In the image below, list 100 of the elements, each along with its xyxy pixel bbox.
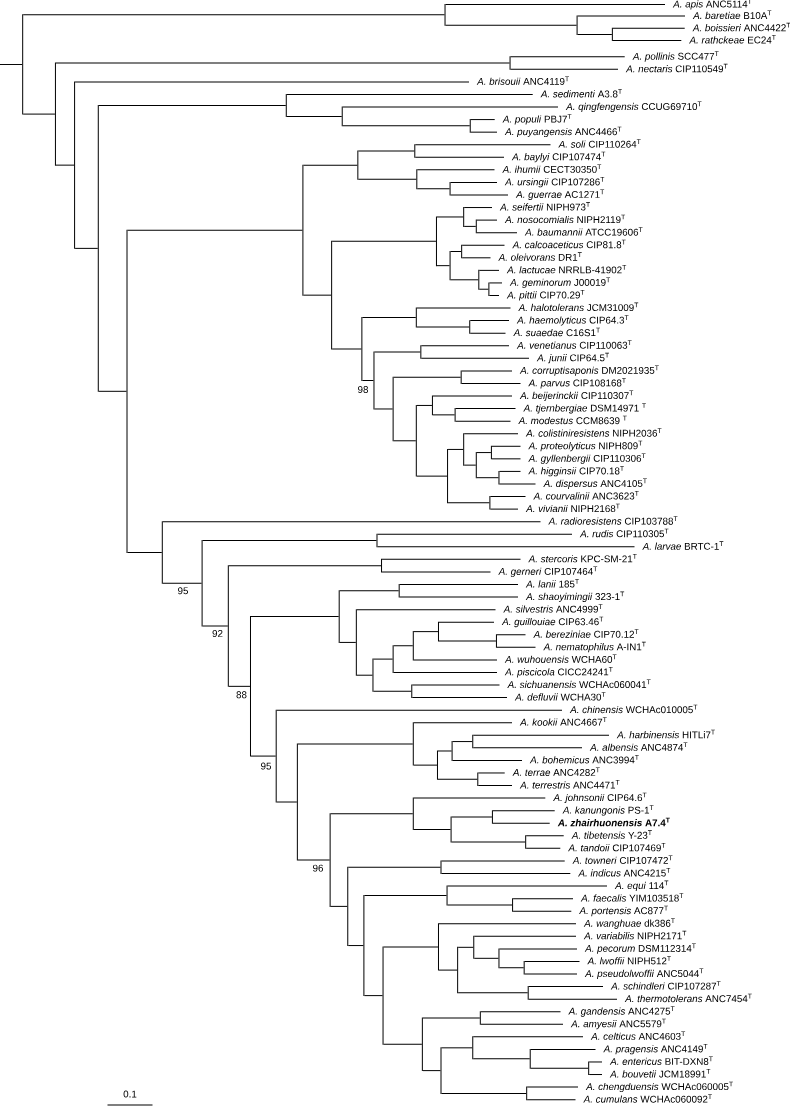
species-label: A. cumulans WCHAc060092$^{T}$: [583, 1094, 712, 1103]
tree-branch: [441, 1092, 527, 1094]
species-label: A. celticus ANC4603$^{T}$: [590, 1031, 686, 1040]
tree-branch: [452, 759, 523, 761]
species-label: A. sedimenti A3.8$^{T}$: [540, 89, 622, 98]
bootstrap-value: 96: [313, 864, 323, 872]
tree-branch: [331, 348, 362, 350]
tree-branch: [451, 841, 526, 843]
species-label: A. variabilis NIPH2171$^{T}$: [583, 930, 687, 940]
tree-branch: [55, 164, 75, 166]
tree-branch: [416, 326, 470, 328]
tree-branch: [98, 104, 287, 106]
tree-branch: [55, 62, 511, 64]
tree-branch: [250, 616, 340, 618]
species-label: A. venetianus CIP110063$^{T}$: [516, 340, 632, 349]
tree-branch: [383, 1043, 423, 1045]
tree-branch: [447, 502, 490, 504]
tree-branch: [463, 464, 477, 466]
species-label: A. soli CIP110264$^{T}$: [558, 139, 641, 148]
tree-branch: [450, 279, 479, 281]
species-label: A. wanghuae dk386$^{T}$: [583, 918, 675, 929]
tree-branch: [457, 992, 529, 994]
tree-branch: [528, 998, 618, 1000]
tree-branch: [361, 317, 417, 318]
tree-branch: [356, 609, 496, 611]
bootstrap-value: 95: [178, 587, 189, 595]
tree-branch: [297, 859, 331, 861]
tree-branch: [478, 269, 500, 271]
tree-branch: [438, 640, 497, 642]
tree-branch: [488, 295, 500, 296]
species-label: A. rathckeae EC24$^{T}$: [689, 35, 776, 44]
tree-branch: [250, 755, 277, 757]
tree-branch: [491, 458, 521, 460]
tree-branch: [470, 119, 496, 121]
species-label: A. apis ANC5114$^{T}$: [672, 0, 752, 10]
tree-branch: [476, 452, 492, 454]
species-label: A. amyesii ANC5579$^{T}$: [570, 1018, 666, 1030]
tree-branch: [452, 741, 473, 743]
tree-branch: [202, 625, 229, 627]
tree-branch: [480, 1011, 561, 1013]
tree-branch: [414, 144, 551, 146]
tree-branch: [422, 1017, 481, 1019]
species-label: A. harbinensis HITLi7$^{T}$: [616, 729, 715, 739]
species-label: A. shaoyimingii 323-1$^{T}$: [525, 591, 625, 602]
tree-branch: [450, 181, 498, 183]
species-label: A. populi PBJ7$^{T}$: [502, 114, 572, 125]
species-label: A. oleivorans DR1$^{T}$: [498, 252, 582, 261]
tree-branch: [0, 63, 23, 65]
tree-branch: [416, 404, 433, 406]
species-label: A. guillouiae CIP63.46$^{T}$: [501, 616, 604, 628]
tree-branch: [525, 847, 561, 849]
tree-branch: [357, 178, 417, 180]
tree-branch: [413, 764, 438, 766]
tree-branch: [447, 904, 513, 906]
tree-branch: [373, 408, 394, 410]
tree-branch: [461, 382, 521, 384]
tree-branch: [463, 207, 493, 209]
species-label: A. wuhouensis WCHA60$^{T}$: [504, 654, 617, 663]
species-label: A. geminorum J00019$^{T}$: [509, 277, 611, 288]
tree-branch: [461, 370, 513, 372]
species-label: A. albensis ANC4874$^{T}$: [589, 742, 688, 751]
tree-branch: [450, 251, 462, 252]
species-label: A. guerrae AC1271$^{T}$: [515, 189, 605, 200]
species-label: A. higginsii CIP70.18$^{T}$: [528, 465, 624, 477]
tree-branch: [373, 351, 421, 353]
species-label: A. piscicola CICC24241$^{T}$: [504, 667, 613, 678]
species-label: A. brisouii ANC4119$^{T}$: [476, 76, 569, 85]
tree-branch: [413, 722, 513, 724]
species-label: A. johnsonii CIP64.6$^{T}$: [553, 792, 647, 804]
species-label: A. nectaris CIP110549$^{T}$: [625, 63, 728, 73]
tree-branch: [74, 247, 99, 249]
tree-branch: [356, 674, 373, 676]
species-label: A. thermotolerans ANC7454$^{T}$: [624, 993, 752, 1003]
tree-branch: [162, 582, 203, 584]
tree-branch: [437, 750, 453, 752]
tree-branch: [432, 414, 456, 416]
species-label: A. gerneri CIP107464$^{T}$: [498, 566, 598, 577]
tree-branch: [445, 24, 578, 26]
tree-branch: [74, 81, 470, 83]
tree-branch: [473, 935, 577, 937]
tree-branch: [525, 835, 565, 837]
tree-branch: [363, 995, 384, 997]
tree-branch: [436, 265, 451, 267]
species-label: A. kanungonis PS-1$^{T}$: [562, 805, 654, 816]
tree-branch: [472, 1058, 531, 1060]
tree-branch: [491, 445, 521, 447]
tree-branch: [477, 772, 506, 774]
tree-branch: [441, 1047, 473, 1049]
tree-branch: [524, 973, 578, 975]
tree-branch: [530, 1048, 596, 1050]
species-label: A. pragensis ANC4149$^{T}$: [603, 1043, 708, 1055]
tree-branch: [476, 477, 499, 479]
scale-value: 0.1: [123, 1090, 137, 1098]
tree-branch: [202, 540, 377, 541]
tree-branch: [372, 690, 412, 692]
tree-branch: [492, 822, 551, 824]
species-label: A. bouvetii JCM18991$^{T}$: [609, 1069, 711, 1078]
species-label: A. baretiae B10A$^{T}$: [692, 10, 772, 19]
species-label: A. lactucae NRRLB-41902$^{T}$: [506, 264, 627, 274]
tree-branch: [342, 125, 471, 127]
